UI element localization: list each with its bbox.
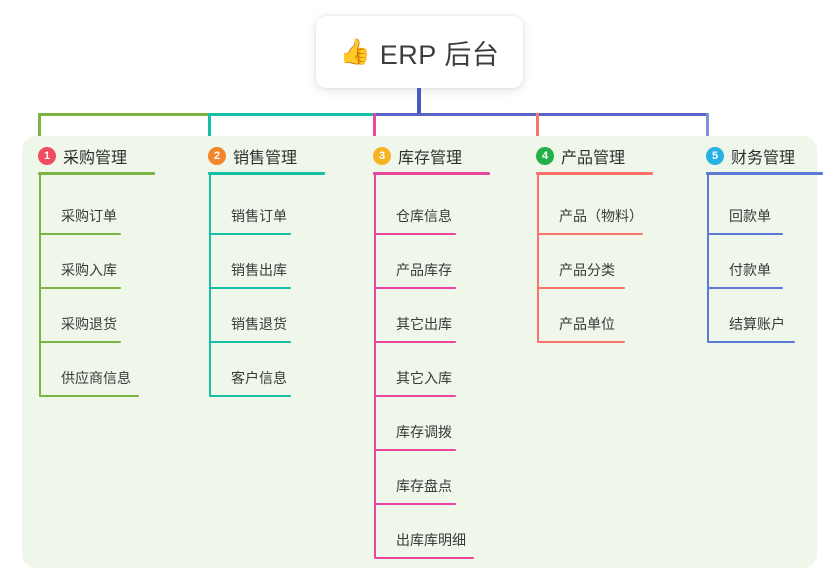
branch-underline-3 (373, 172, 490, 175)
leaf-item-label: 销售订单 (231, 208, 287, 224)
leaf-item-underline (374, 503, 456, 505)
leaf-item-label: 其它入库 (396, 370, 452, 386)
leaf-item-underline (39, 341, 121, 343)
root-node-card[interactable]: 👍 ERP 后台 (316, 16, 523, 88)
leaf-item-label: 采购订单 (61, 208, 117, 224)
leaf-item-label: 回款单 (729, 208, 771, 224)
branch-underline-5 (706, 172, 823, 175)
branch-title-1: 采购管理 (63, 150, 128, 167)
leaf-item-underline (374, 557, 474, 559)
leaf-item-underline (707, 287, 783, 289)
branch-badge-4: 4 (536, 147, 554, 165)
leaf-item-label: 销售退货 (231, 316, 287, 332)
bus-segment-3 (373, 113, 709, 116)
leaf-item-underline (374, 395, 456, 397)
bus-segment-2 (208, 113, 375, 116)
leaf-item-underline (707, 341, 795, 343)
branch-underline-4 (536, 172, 653, 175)
leaf-item-label: 结算账户 (729, 316, 785, 332)
branch-header-1[interactable]: 1 采购管理 (38, 144, 127, 168)
branch-header-5[interactable]: 5 财务管理 (706, 144, 795, 168)
leaf-item-underline (209, 341, 291, 343)
bus-segment-1 (38, 113, 210, 116)
leaf-item-label: 客户信息 (231, 370, 287, 386)
branch-underline-1 (38, 172, 155, 175)
root-node-title: ERP 后台 (379, 39, 500, 70)
leaf-item-label: 采购退货 (61, 316, 117, 332)
branch-badge-3: 3 (373, 147, 391, 165)
thumbs-up-icon: 👍 (339, 37, 371, 66)
branch-spine-5 (707, 174, 709, 342)
branch-spine-1 (39, 174, 41, 396)
leaf-item-underline (537, 341, 625, 343)
leaf-item-underline (209, 287, 291, 289)
branch-title-2: 销售管理 (233, 150, 298, 167)
leaf-item-underline (39, 233, 121, 235)
leaf-item-label: 出库库明细 (396, 532, 466, 548)
leaf-item-underline (374, 449, 456, 451)
leaf-item-label: 产品（物料） (559, 208, 643, 224)
branch-spine-2 (209, 174, 211, 396)
branch-spine-4 (537, 174, 539, 342)
branch-title-5: 财务管理 (731, 150, 796, 167)
leaf-item-label: 库存调拨 (396, 424, 452, 440)
leaf-item-label: 付款单 (729, 262, 771, 278)
leaf-item-label: 其它出库 (396, 316, 452, 332)
leaf-item-label: 仓库信息 (396, 208, 452, 224)
leaf-item-label: 库存盘点 (396, 478, 452, 494)
leaf-item-label: 产品库存 (396, 262, 452, 278)
branch-underline-2 (208, 172, 325, 175)
leaf-item-label: 产品分类 (559, 262, 615, 278)
leaf-item-underline (209, 233, 291, 235)
root-stem-connector (417, 88, 421, 116)
leaf-item-label: 销售出库 (231, 262, 287, 278)
leaf-item-underline (39, 287, 121, 289)
branch-badge-5: 5 (706, 147, 724, 165)
leaf-item-underline (707, 233, 783, 235)
branch-header-3[interactable]: 3 库存管理 (373, 144, 462, 168)
leaf-item-underline (374, 233, 456, 235)
leaf-item-underline (374, 341, 456, 343)
branch-badge-1: 1 (38, 147, 56, 165)
leaf-item-underline (374, 287, 456, 289)
leaf-item-label: 采购入库 (61, 262, 117, 278)
leaf-item-label: 产品单位 (559, 316, 615, 332)
branch-title-4: 产品管理 (561, 150, 626, 167)
leaf-item-label: 供应商信息 (61, 370, 131, 386)
leaf-item-underline (537, 287, 625, 289)
branch-header-2[interactable]: 2 销售管理 (208, 144, 297, 168)
branch-spine-3 (374, 174, 376, 558)
branch-header-4[interactable]: 4 产品管理 (536, 144, 625, 168)
branches-panel: 1 采购管理采购订单采购入库采购退货供应商信息 2 销售管理销售订单销售出库销售退货客… (22, 136, 823, 568)
leaf-item-underline (537, 233, 643, 235)
leaf-item-underline (209, 395, 291, 397)
branch-title-3: 库存管理 (398, 150, 463, 167)
leaf-item-underline (39, 395, 139, 397)
branch-badge-2: 2 (208, 147, 226, 165)
